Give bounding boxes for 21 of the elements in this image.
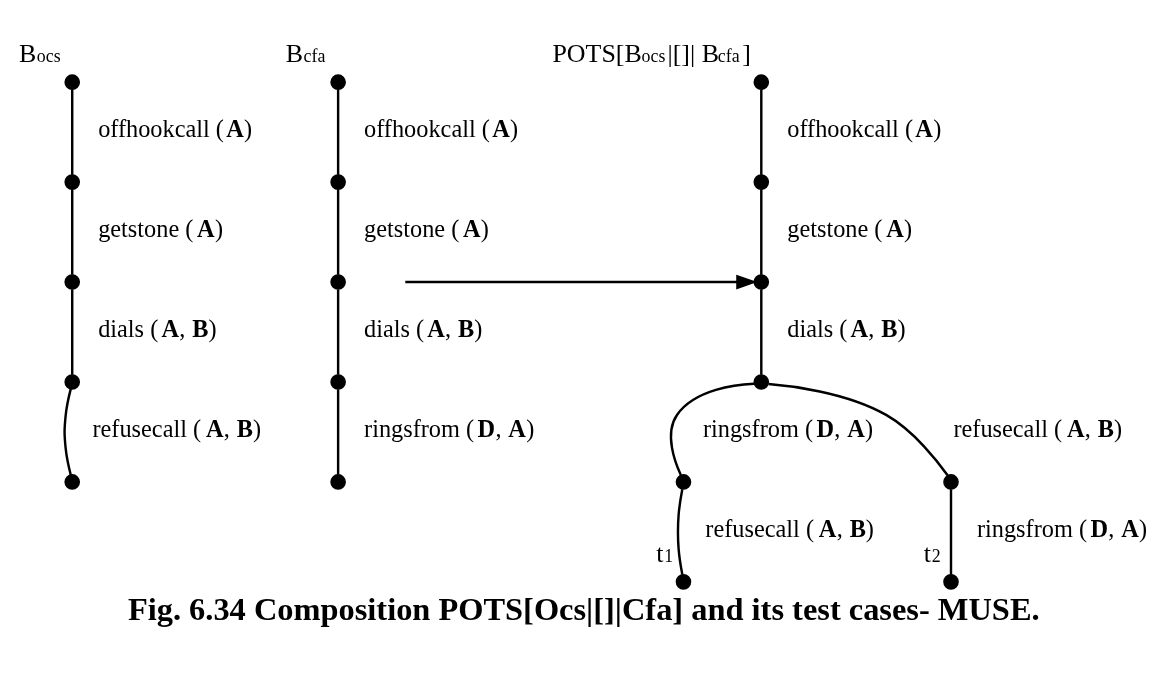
node-label: t2 (923, 538, 941, 568)
edge-label: dials (A, B) (787, 314, 906, 342)
edge-label: ringsfrom (D, A) (976, 514, 1148, 542)
node-label: Bocs (19, 38, 61, 68)
edge-label: dials (A, B) (98, 314, 217, 342)
edge-label: offhookcall (A) (364, 115, 519, 142)
edge-label: dials (A, B) (364, 314, 483, 342)
edge-label: offhookcall (A) (787, 115, 942, 142)
node-label: t1 (656, 538, 674, 568)
edge-label: getstone (A) (787, 214, 913, 242)
edge-label: getstone (A) (364, 214, 489, 242)
edge-label: refusecall (A, B) (953, 414, 1123, 442)
edge-label: ringsfrom (D, A) (702, 414, 874, 442)
node-label: POTS[Bocs|[]| Bcfa] (552, 38, 751, 68)
caption: Fig. 6.34 Composition POTS[Ocs|[]|Cfa] and its test cases- MUSE. (127, 590, 1040, 627)
edge-label: refusecall (A, B) (92, 414, 262, 442)
edge-label: getstone (A) (98, 214, 224, 242)
edge-label: offhookcall (A) (98, 115, 253, 142)
node-label: Bcfa (285, 38, 326, 68)
edge-label: refusecall (A, B) (705, 514, 874, 542)
edge-label: ringsfrom (D, A) (364, 414, 535, 442)
